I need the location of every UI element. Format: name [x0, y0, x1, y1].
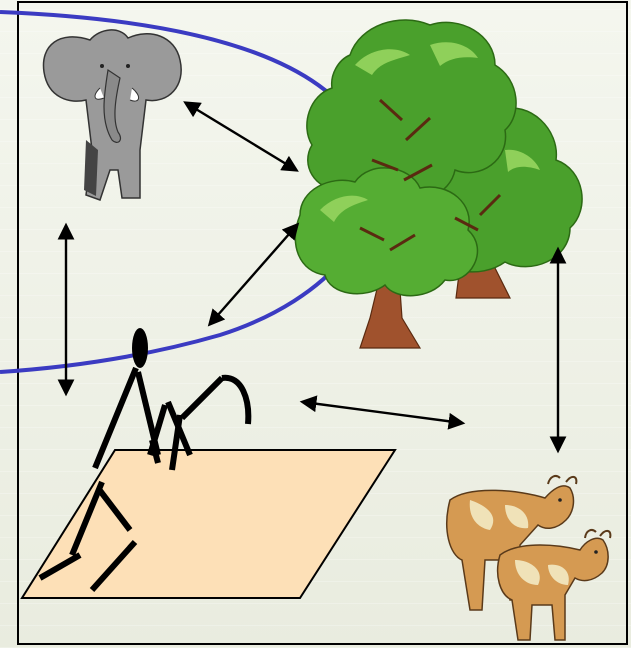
arrow-elephant-trees	[186, 103, 296, 170]
elephant-icon	[43, 30, 181, 200]
tree-icon	[295, 20, 582, 348]
field-icon	[22, 450, 395, 598]
cow-icon	[447, 476, 611, 640]
arrow-farmer-cows	[303, 402, 462, 423]
